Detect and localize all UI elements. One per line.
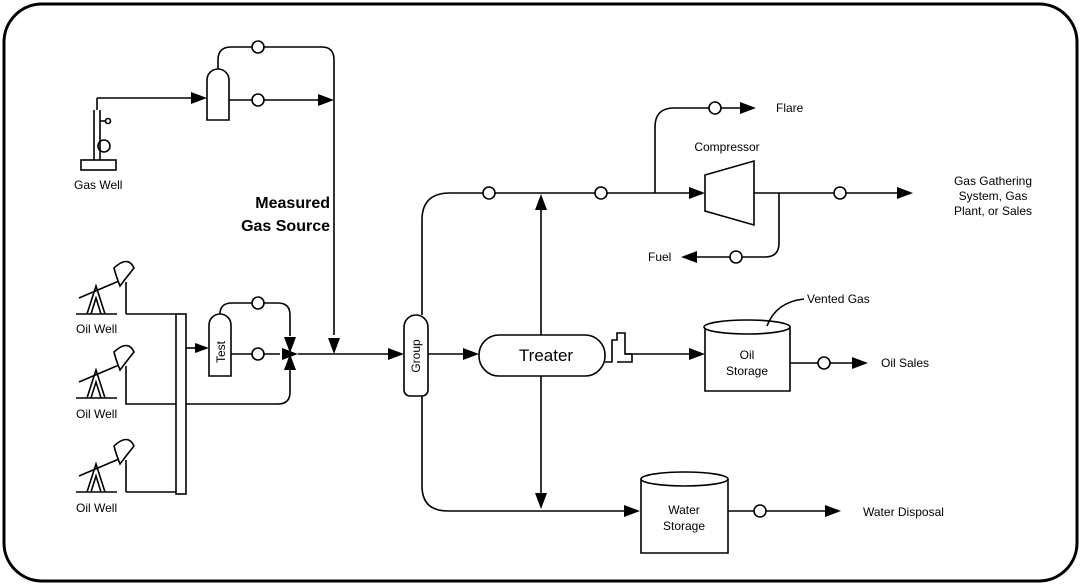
- meter-icon: [753, 504, 767, 518]
- arrow-up: [284, 354, 296, 370]
- arrow-to-group: [388, 348, 404, 360]
- oil-storage-label-line2: Storage: [726, 364, 768, 378]
- meter-icon: [729, 250, 743, 264]
- arrow-to-fuel: [681, 251, 697, 263]
- treater-label: Treater: [519, 346, 574, 365]
- fuel-line: [696, 193, 780, 258]
- arrow-to-water-storage: [624, 505, 640, 517]
- manifold-header: [175, 313, 187, 495]
- arrow-to-test-separator: [195, 343, 209, 353]
- test-label: Test: [214, 340, 228, 363]
- compressor-icon: [704, 159, 755, 227]
- gas-gathering-label-line2: System, Gas: [959, 189, 1028, 203]
- gas-well-icon: [80, 98, 117, 171]
- meter-icon: [251, 296, 265, 310]
- oil-storage-label-line1: Oil: [740, 348, 755, 362]
- pumpjack-icon: [76, 260, 135, 315]
- gas-gathering-label-line1: Gas Gathering: [954, 174, 1032, 188]
- meter-icon: [708, 101, 722, 115]
- arrow-down: [328, 338, 340, 354]
- group-water-outlet-line: [421, 396, 625, 512]
- flare-label: Flare: [776, 101, 804, 115]
- arrow-to-oil-storage: [689, 348, 705, 360]
- arrow-to-oil-sales: [852, 357, 868, 369]
- arrow-down: [284, 337, 296, 353]
- oil-well-label-2: Oil Well: [76, 407, 117, 421]
- arrow-to-treater: [463, 348, 479, 360]
- group-label: Group: [409, 339, 423, 373]
- group-separator-vessel: [403, 314, 429, 397]
- arrow-to-compressor: [689, 187, 705, 199]
- water-storage-label-line1: Water: [668, 503, 700, 517]
- meter-icon: [251, 93, 265, 107]
- measured-label-line1: Measured: [255, 195, 330, 212]
- meter-icon: [251, 347, 265, 361]
- water-storage-tank: [640, 479, 729, 554]
- meter-icon: [817, 356, 831, 370]
- arrow-to-gas-separator: [191, 92, 207, 104]
- group-gas-outlet-line: [421, 192, 700, 315]
- pumpjack-icon: [76, 438, 135, 493]
- test-separator-vessel: [208, 313, 232, 377]
- arrow-up: [535, 194, 547, 210]
- water-storage-label-line2: Storage: [663, 519, 705, 533]
- meter-icon: [594, 186, 608, 200]
- treater-boot-icon: [605, 332, 633, 363]
- vented-gas-leader: [766, 298, 805, 327]
- gas-separator-top-line: [217, 46, 335, 335]
- vented-gas-label: Vented Gas: [807, 292, 870, 306]
- meter-icon: [251, 40, 265, 54]
- oil-well-label-1: Oil Well: [76, 322, 117, 336]
- gas-gathering-label-line3: Plant, or Sales: [954, 204, 1032, 218]
- arrow-right: [282, 348, 298, 360]
- meter-icon: [482, 186, 496, 200]
- arrow-to-sales: [897, 187, 913, 199]
- arrow-to-flare: [740, 102, 756, 114]
- gas-separator-vessel: [206, 68, 230, 121]
- arrow-to-water-disposal: [825, 505, 841, 517]
- flare-line: [654, 107, 740, 193]
- measured-label-line2: Gas Source: [241, 218, 330, 235]
- test-separator-top-line: [219, 302, 291, 336]
- water-disposal-label: Water Disposal: [863, 505, 944, 519]
- treater-vessel: [478, 334, 606, 377]
- arrow-right: [318, 94, 334, 106]
- compressor-label: Compressor: [694, 140, 759, 154]
- gas-well-label: Gas Well: [74, 178, 122, 192]
- oil-well-flowline-2: [125, 370, 291, 405]
- pumpjack-icon: [76, 344, 135, 399]
- meter-icon: [833, 186, 847, 200]
- water-storage-tank-top: [640, 471, 729, 487]
- oil-storage-tank: [704, 327, 791, 392]
- fuel-label: Fuel: [648, 250, 671, 264]
- arrow-down: [535, 493, 547, 509]
- oil-storage-tank-top: [703, 319, 791, 335]
- oil-sales-label: Oil Sales: [881, 356, 929, 370]
- oil-well-label-3: Oil Well: [76, 501, 117, 515]
